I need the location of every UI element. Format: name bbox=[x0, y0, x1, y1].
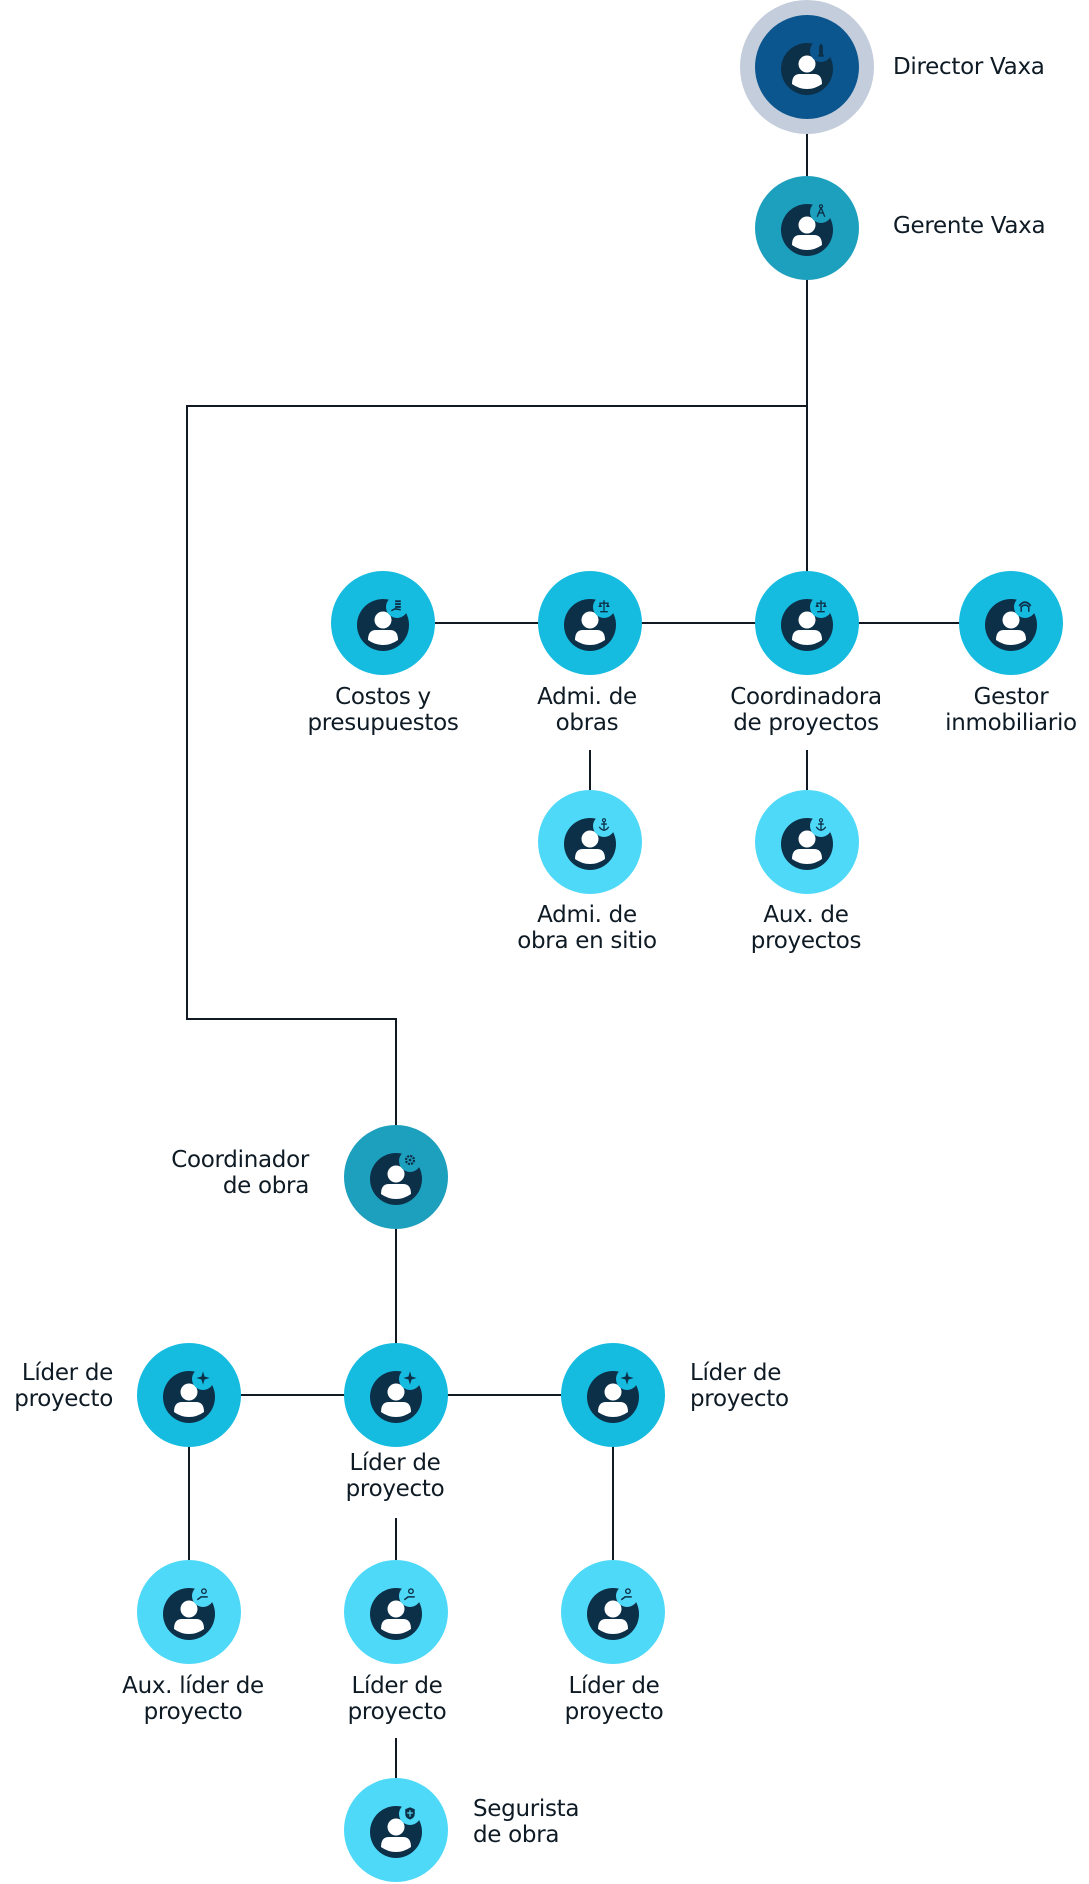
hand-person-icon bbox=[403, 1588, 415, 1601]
compass-drafting-icon bbox=[816, 204, 826, 217]
person-avatar-icon bbox=[781, 201, 833, 256]
person-avatar-icon bbox=[587, 1368, 639, 1423]
compass-star-icon bbox=[620, 1371, 634, 1385]
node-lider-2[interactable] bbox=[344, 1343, 448, 1447]
person-avatar-icon bbox=[564, 815, 616, 870]
hand-person-icon bbox=[620, 1588, 632, 1601]
hand-person-icon bbox=[196, 1588, 208, 1601]
anchor-icon bbox=[598, 818, 610, 831]
node-segurista[interactable] bbox=[344, 1778, 448, 1882]
edge-gerente-coord-obra bbox=[186, 405, 807, 1125]
person-avatar-icon bbox=[163, 1368, 215, 1423]
anchor-icon bbox=[815, 818, 827, 831]
person-avatar-icon bbox=[357, 596, 409, 651]
person-avatar-icon bbox=[587, 1585, 639, 1640]
label-gerente: Gerente Vaxa bbox=[893, 213, 1046, 239]
compass-star-icon bbox=[581, 1363, 645, 1427]
house-roof-icon bbox=[1018, 601, 1032, 612]
scales-icon bbox=[815, 600, 827, 613]
gear-icon bbox=[364, 1145, 428, 1209]
node-aux-lider[interactable] bbox=[137, 1560, 241, 1664]
anchor-icon bbox=[558, 810, 622, 874]
node-coord-proyectos[interactable] bbox=[755, 571, 859, 675]
node-lider-3[interactable] bbox=[561, 1343, 665, 1447]
node-admi-obras[interactable] bbox=[538, 571, 642, 675]
money-hand-icon bbox=[390, 600, 401, 612]
node-lider-5[interactable] bbox=[561, 1560, 665, 1664]
person-avatar-icon bbox=[370, 1368, 422, 1423]
hand-person-icon bbox=[364, 1580, 428, 1644]
compass-star-icon bbox=[196, 1371, 210, 1385]
person-avatar-icon bbox=[985, 596, 1037, 651]
scales-icon bbox=[598, 600, 610, 613]
node-costos[interactable] bbox=[331, 571, 435, 675]
scales-icon bbox=[775, 591, 839, 655]
person-avatar-icon bbox=[370, 1150, 422, 1205]
node-aux-proyectos[interactable] bbox=[755, 790, 859, 894]
money-hand-icon bbox=[351, 591, 415, 655]
label-director: Director Vaxa bbox=[893, 54, 1045, 80]
compass-star-icon bbox=[157, 1363, 221, 1427]
node-director[interactable] bbox=[740, 0, 874, 134]
compass-drafting-icon bbox=[775, 196, 839, 260]
compass-star-icon bbox=[403, 1371, 417, 1385]
node-gestor[interactable] bbox=[959, 571, 1063, 675]
anchor-icon bbox=[775, 810, 839, 874]
node-lider-1[interactable] bbox=[137, 1343, 241, 1447]
person-avatar-icon bbox=[564, 596, 616, 651]
compass-star-icon bbox=[364, 1363, 428, 1427]
person-avatar-icon bbox=[370, 1803, 422, 1858]
node-admi-sitio[interactable] bbox=[538, 790, 642, 894]
person-avatar-icon bbox=[781, 815, 833, 870]
house-roof-icon bbox=[979, 591, 1043, 655]
shield-icon bbox=[364, 1798, 428, 1862]
shield-icon bbox=[405, 1807, 415, 1820]
lighthouse-icon bbox=[775, 35, 839, 99]
hand-person-icon bbox=[581, 1580, 645, 1644]
person-avatar-icon bbox=[781, 40, 833, 95]
scales-icon bbox=[558, 591, 622, 655]
node-gerente[interactable] bbox=[755, 176, 859, 280]
hand-person-icon bbox=[157, 1580, 221, 1644]
person-avatar-icon bbox=[370, 1585, 422, 1640]
person-avatar-icon bbox=[781, 596, 833, 651]
node-coord-obra[interactable] bbox=[344, 1125, 448, 1229]
lighthouse-icon bbox=[818, 43, 824, 57]
node-lider-4[interactable] bbox=[344, 1560, 448, 1664]
person-avatar-icon bbox=[163, 1585, 215, 1640]
